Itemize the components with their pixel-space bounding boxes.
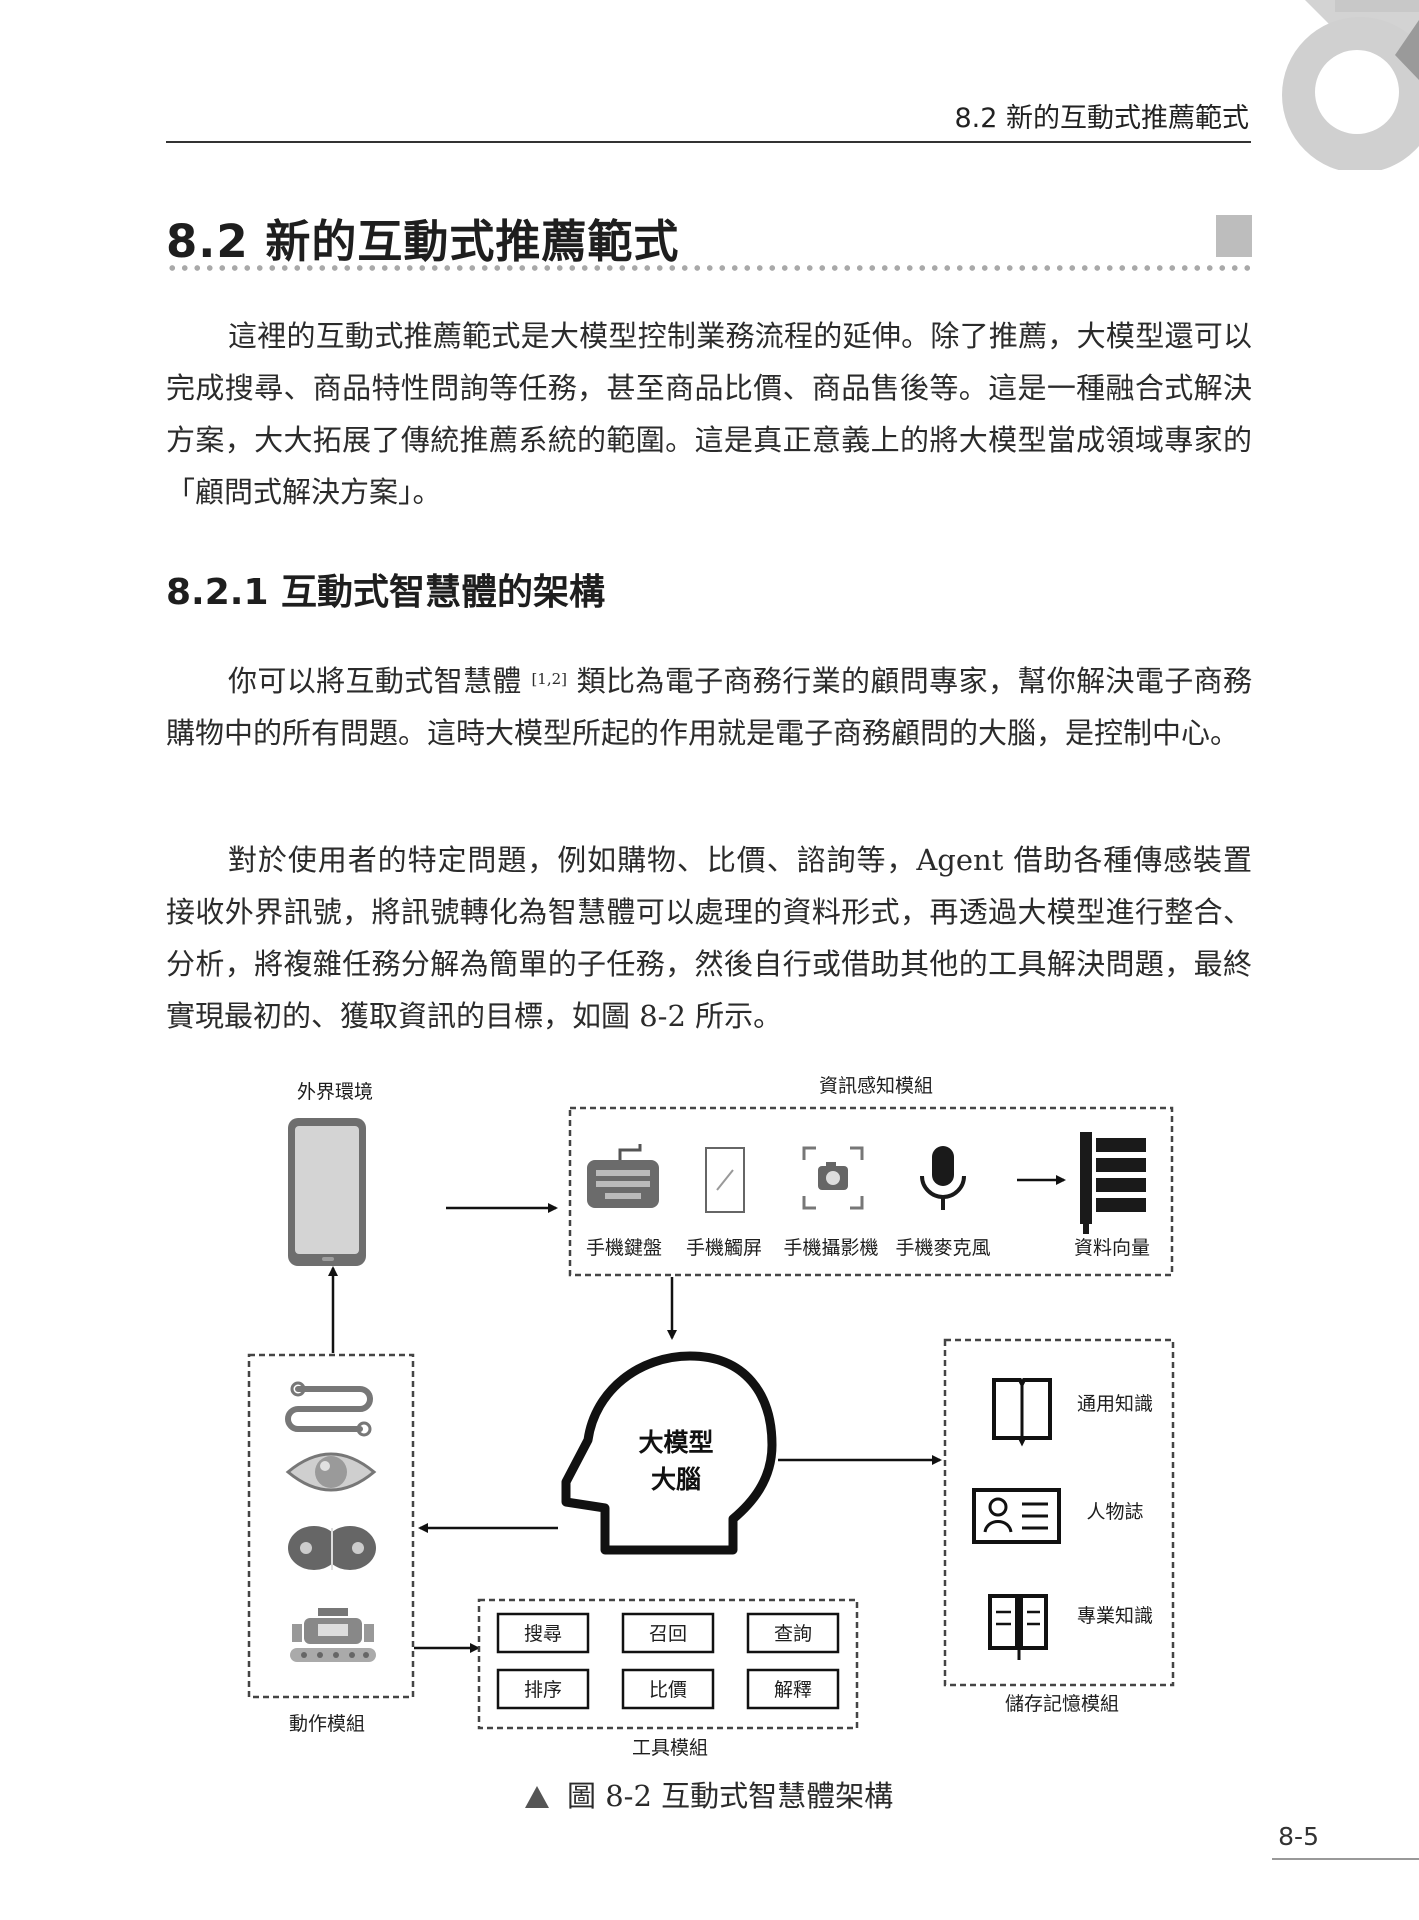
paragraph-3-text: 對於使用者的特定問題，例如購物、比價、諮詢等，Agent 借助各種傳感裝置接收外… bbox=[166, 843, 1252, 1033]
triangle-icon bbox=[525, 1786, 549, 1808]
paragraph-2-text-b: 類比為電子商務行業的顧問專家，幫你解決電子商務購物中的所有問題。這時大模型所起的… bbox=[166, 664, 1253, 750]
running-head: 8.2 新的互動式推薦範式 bbox=[954, 103, 1249, 134]
phone-icon bbox=[288, 1118, 366, 1266]
svg-text:比價: 比價 bbox=[649, 1679, 687, 1701]
paragraph-1-text: 這裡的互動式推薦範式是大模型控制業務流程的延伸。除了推薦，大模型還可以完成搜尋、… bbox=[166, 319, 1252, 509]
tool-rank: 排序 bbox=[496, 1668, 590, 1710]
perception-output-label: 資料向量 bbox=[1074, 1237, 1150, 1259]
svg-text:查詢: 查詢 bbox=[774, 1623, 812, 1645]
touchscreen-icon bbox=[705, 1147, 745, 1213]
section-title: 8.2 新的互動式推薦範式 bbox=[166, 215, 680, 268]
memory-item-persona: 人物誌 bbox=[1086, 1501, 1143, 1523]
tool-compare: 比價 bbox=[621, 1668, 715, 1710]
env-label: 外界環境 bbox=[297, 1081, 373, 1103]
subsection-title: 8.2.1 互動式智慧體的架構 bbox=[166, 572, 606, 613]
open-book-icon bbox=[988, 1594, 1048, 1660]
paragraph-3: 對於使用者的特定問題，例如購物、比價、諮詢等，Agent 借助各種傳感裝置接收外… bbox=[166, 834, 1252, 1042]
eye-icon bbox=[285, 1452, 377, 1492]
brain-icon bbox=[288, 1526, 376, 1570]
tool-recall: 召回 bbox=[621, 1612, 715, 1654]
dotted-rule bbox=[166, 264, 1252, 272]
brain-label-1: 大模型 bbox=[638, 1428, 713, 1457]
action-module-box bbox=[247, 1353, 415, 1699]
tool-explain: 解釋 bbox=[746, 1668, 840, 1710]
tools-module-box bbox=[477, 1598, 859, 1730]
robot-icon bbox=[290, 1608, 376, 1662]
path-icon bbox=[285, 1381, 373, 1437]
paragraph-2-text-a: 你可以將互動式智慧體 bbox=[228, 664, 522, 698]
memory-item-general: 通用知識 bbox=[1077, 1393, 1153, 1415]
architecture-diagram: 外界環境 資訊感知模組 手機鍵盤 手機觸屏 手機攝影機 手 bbox=[247, 1075, 1175, 1759]
memory-item-domain: 專業知識 bbox=[1077, 1605, 1153, 1627]
figure-caption-text: 圖 8-2 互動式智慧體架構 bbox=[567, 1779, 894, 1813]
data-vector-icon bbox=[1080, 1132, 1146, 1234]
perception-item-camera: 手機攝影機 bbox=[783, 1237, 878, 1259]
perception-item-mic: 手機麥克風 bbox=[895, 1237, 990, 1259]
paragraph-2: 你可以將互動式智慧體 [1,2] 類比為電子商務行業的顧問專家，幫你解決電子商務… bbox=[166, 655, 1252, 759]
id-card-icon bbox=[972, 1488, 1061, 1544]
keyboard-icon bbox=[587, 1144, 659, 1208]
citation-ref[interactable]: [1,2] bbox=[531, 670, 567, 688]
title-marker-block bbox=[1216, 215, 1252, 257]
camera-icon bbox=[802, 1146, 864, 1210]
memory-module-title: 儲存記憶模組 bbox=[1005, 1693, 1119, 1715]
svg-text:召回: 召回 bbox=[649, 1623, 687, 1645]
svg-text:解釋: 解釋 bbox=[774, 1679, 812, 1701]
perception-module-title: 資訊感知模組 bbox=[819, 1075, 933, 1097]
svg-text:排序: 排序 bbox=[524, 1679, 562, 1701]
tool-search: 搜尋 bbox=[496, 1612, 590, 1654]
figure-caption: 圖 8-2 互動式智慧體架構 bbox=[525, 1773, 893, 1815]
header-rule bbox=[166, 141, 1251, 143]
brain-label-2: 大腦 bbox=[651, 1465, 701, 1494]
book-icon bbox=[992, 1378, 1052, 1447]
svg-text:搜尋: 搜尋 bbox=[524, 1623, 562, 1645]
corner-decoration bbox=[1282, 0, 1419, 170]
action-module-title: 動作模組 bbox=[289, 1713, 365, 1735]
head-icon bbox=[561, 1351, 777, 1555]
perception-item-touch: 手機觸屏 bbox=[686, 1237, 762, 1259]
perception-module-box bbox=[568, 1106, 1174, 1277]
tools-module-title: 工具模組 bbox=[632, 1737, 708, 1759]
memory-module-box bbox=[943, 1338, 1175, 1687]
perception-item-keyboard: 手機鍵盤 bbox=[586, 1237, 662, 1259]
tool-query: 查詢 bbox=[746, 1612, 840, 1654]
footer-rule bbox=[1272, 1858, 1419, 1860]
microphone-icon bbox=[920, 1146, 966, 1210]
page-number: 8-5 bbox=[1278, 1822, 1319, 1851]
paragraph-1: 這裡的互動式推薦範式是大模型控制業務流程的延伸。除了推薦，大模型還可以完成搜尋、… bbox=[166, 310, 1252, 518]
